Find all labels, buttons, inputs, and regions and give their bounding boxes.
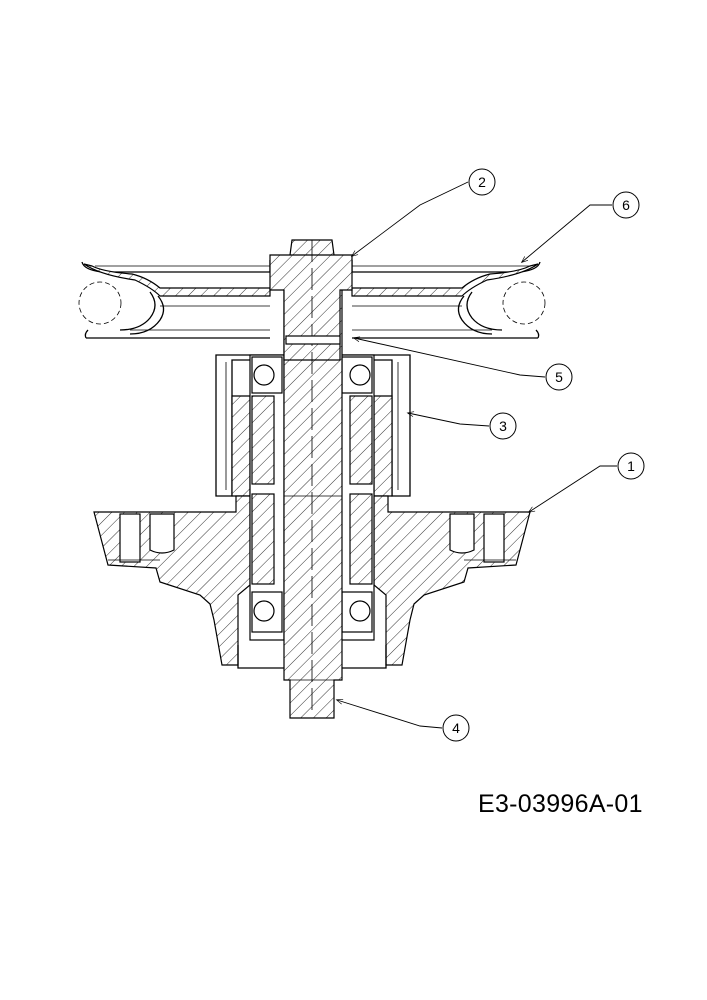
lower-left-bearing xyxy=(251,591,283,633)
spindle-shaft xyxy=(269,239,353,719)
spindle-housing xyxy=(93,495,531,669)
callout-2-label: 2 xyxy=(478,174,486,190)
callout-6-label: 6 xyxy=(622,197,630,213)
callout-1: 1 xyxy=(527,452,645,513)
lower-right-bearing xyxy=(341,591,373,633)
washer xyxy=(285,335,341,345)
housing-cover xyxy=(215,354,411,497)
callout-5: 5 xyxy=(352,336,573,391)
upper-left-bearing xyxy=(251,356,283,394)
callout-3: 3 xyxy=(406,411,517,440)
callout-6: 6 xyxy=(520,191,640,263)
callout-3-label: 3 xyxy=(499,418,507,434)
callout-4-label: 4 xyxy=(452,720,460,736)
callout-1-label: 1 xyxy=(627,458,635,474)
pulley xyxy=(78,260,546,339)
upper-right-bearing xyxy=(341,356,373,394)
callout-4: 4 xyxy=(335,698,470,742)
callout-2: 2 xyxy=(350,168,496,257)
drawing-code: E3-03996A-01 xyxy=(478,790,643,818)
callout-5-label: 5 xyxy=(555,369,563,385)
